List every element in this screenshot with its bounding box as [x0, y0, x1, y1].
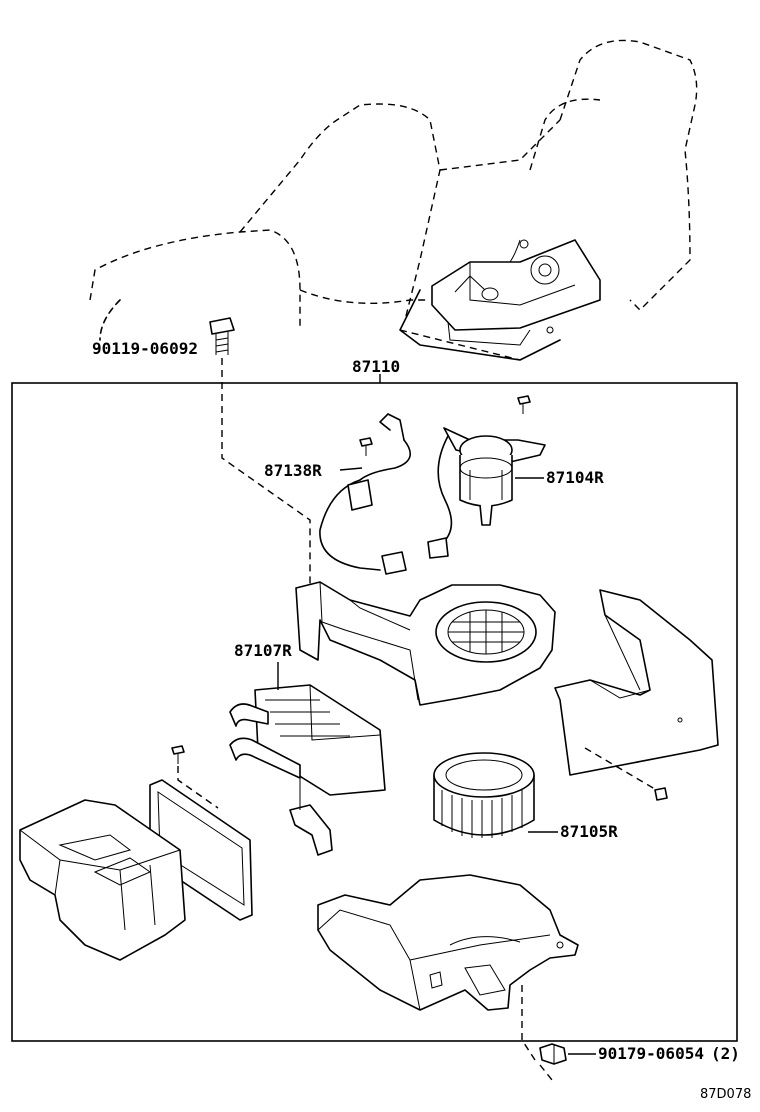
guide-line-nut: [521, 985, 536, 1061]
label-90119-06092: 90119-06092: [92, 339, 198, 358]
left-duct: [19, 799, 186, 961]
label-87105R: 87105R: [560, 822, 618, 841]
bolt-90119-06092: [209, 317, 235, 355]
label-nut-quantity: (2): [711, 1044, 740, 1063]
screw-cover: [654, 787, 668, 801]
guide-line-cover: [584, 747, 661, 793]
assembly-box-87110: [11, 382, 738, 1042]
blower-motor-87104R: [443, 427, 546, 526]
wire-harness-87138R: [319, 413, 453, 575]
fan-87105R: [433, 752, 535, 838]
label-87138R: 87138R: [264, 461, 322, 480]
leader-87138R: [339, 467, 363, 471]
lower-housing: [317, 874, 579, 1011]
guide-line-bolt: [221, 358, 311, 590]
screw-top: [517, 395, 531, 414]
diagram-code: 87D078: [700, 1087, 751, 1102]
label-90179-06054: 90179-06054: [598, 1044, 704, 1063]
nut-90179-06054: [539, 1043, 567, 1065]
right-side-cover: [554, 589, 719, 776]
seat-outlines: [89, 39, 698, 361]
screw-filter: [171, 745, 185, 764]
radiator-87107R: [229, 684, 386, 856]
label-87110: 87110: [352, 357, 400, 376]
screw-harness: [359, 437, 373, 456]
seat-mounted-unit: [431, 239, 601, 346]
guide-line-nut-lower: [539, 1064, 553, 1081]
upper-housing: [295, 581, 556, 706]
label-87104R: 87104R: [546, 468, 604, 487]
guide-line-filter: [177, 766, 219, 809]
label-87107R: 87107R: [234, 641, 292, 660]
